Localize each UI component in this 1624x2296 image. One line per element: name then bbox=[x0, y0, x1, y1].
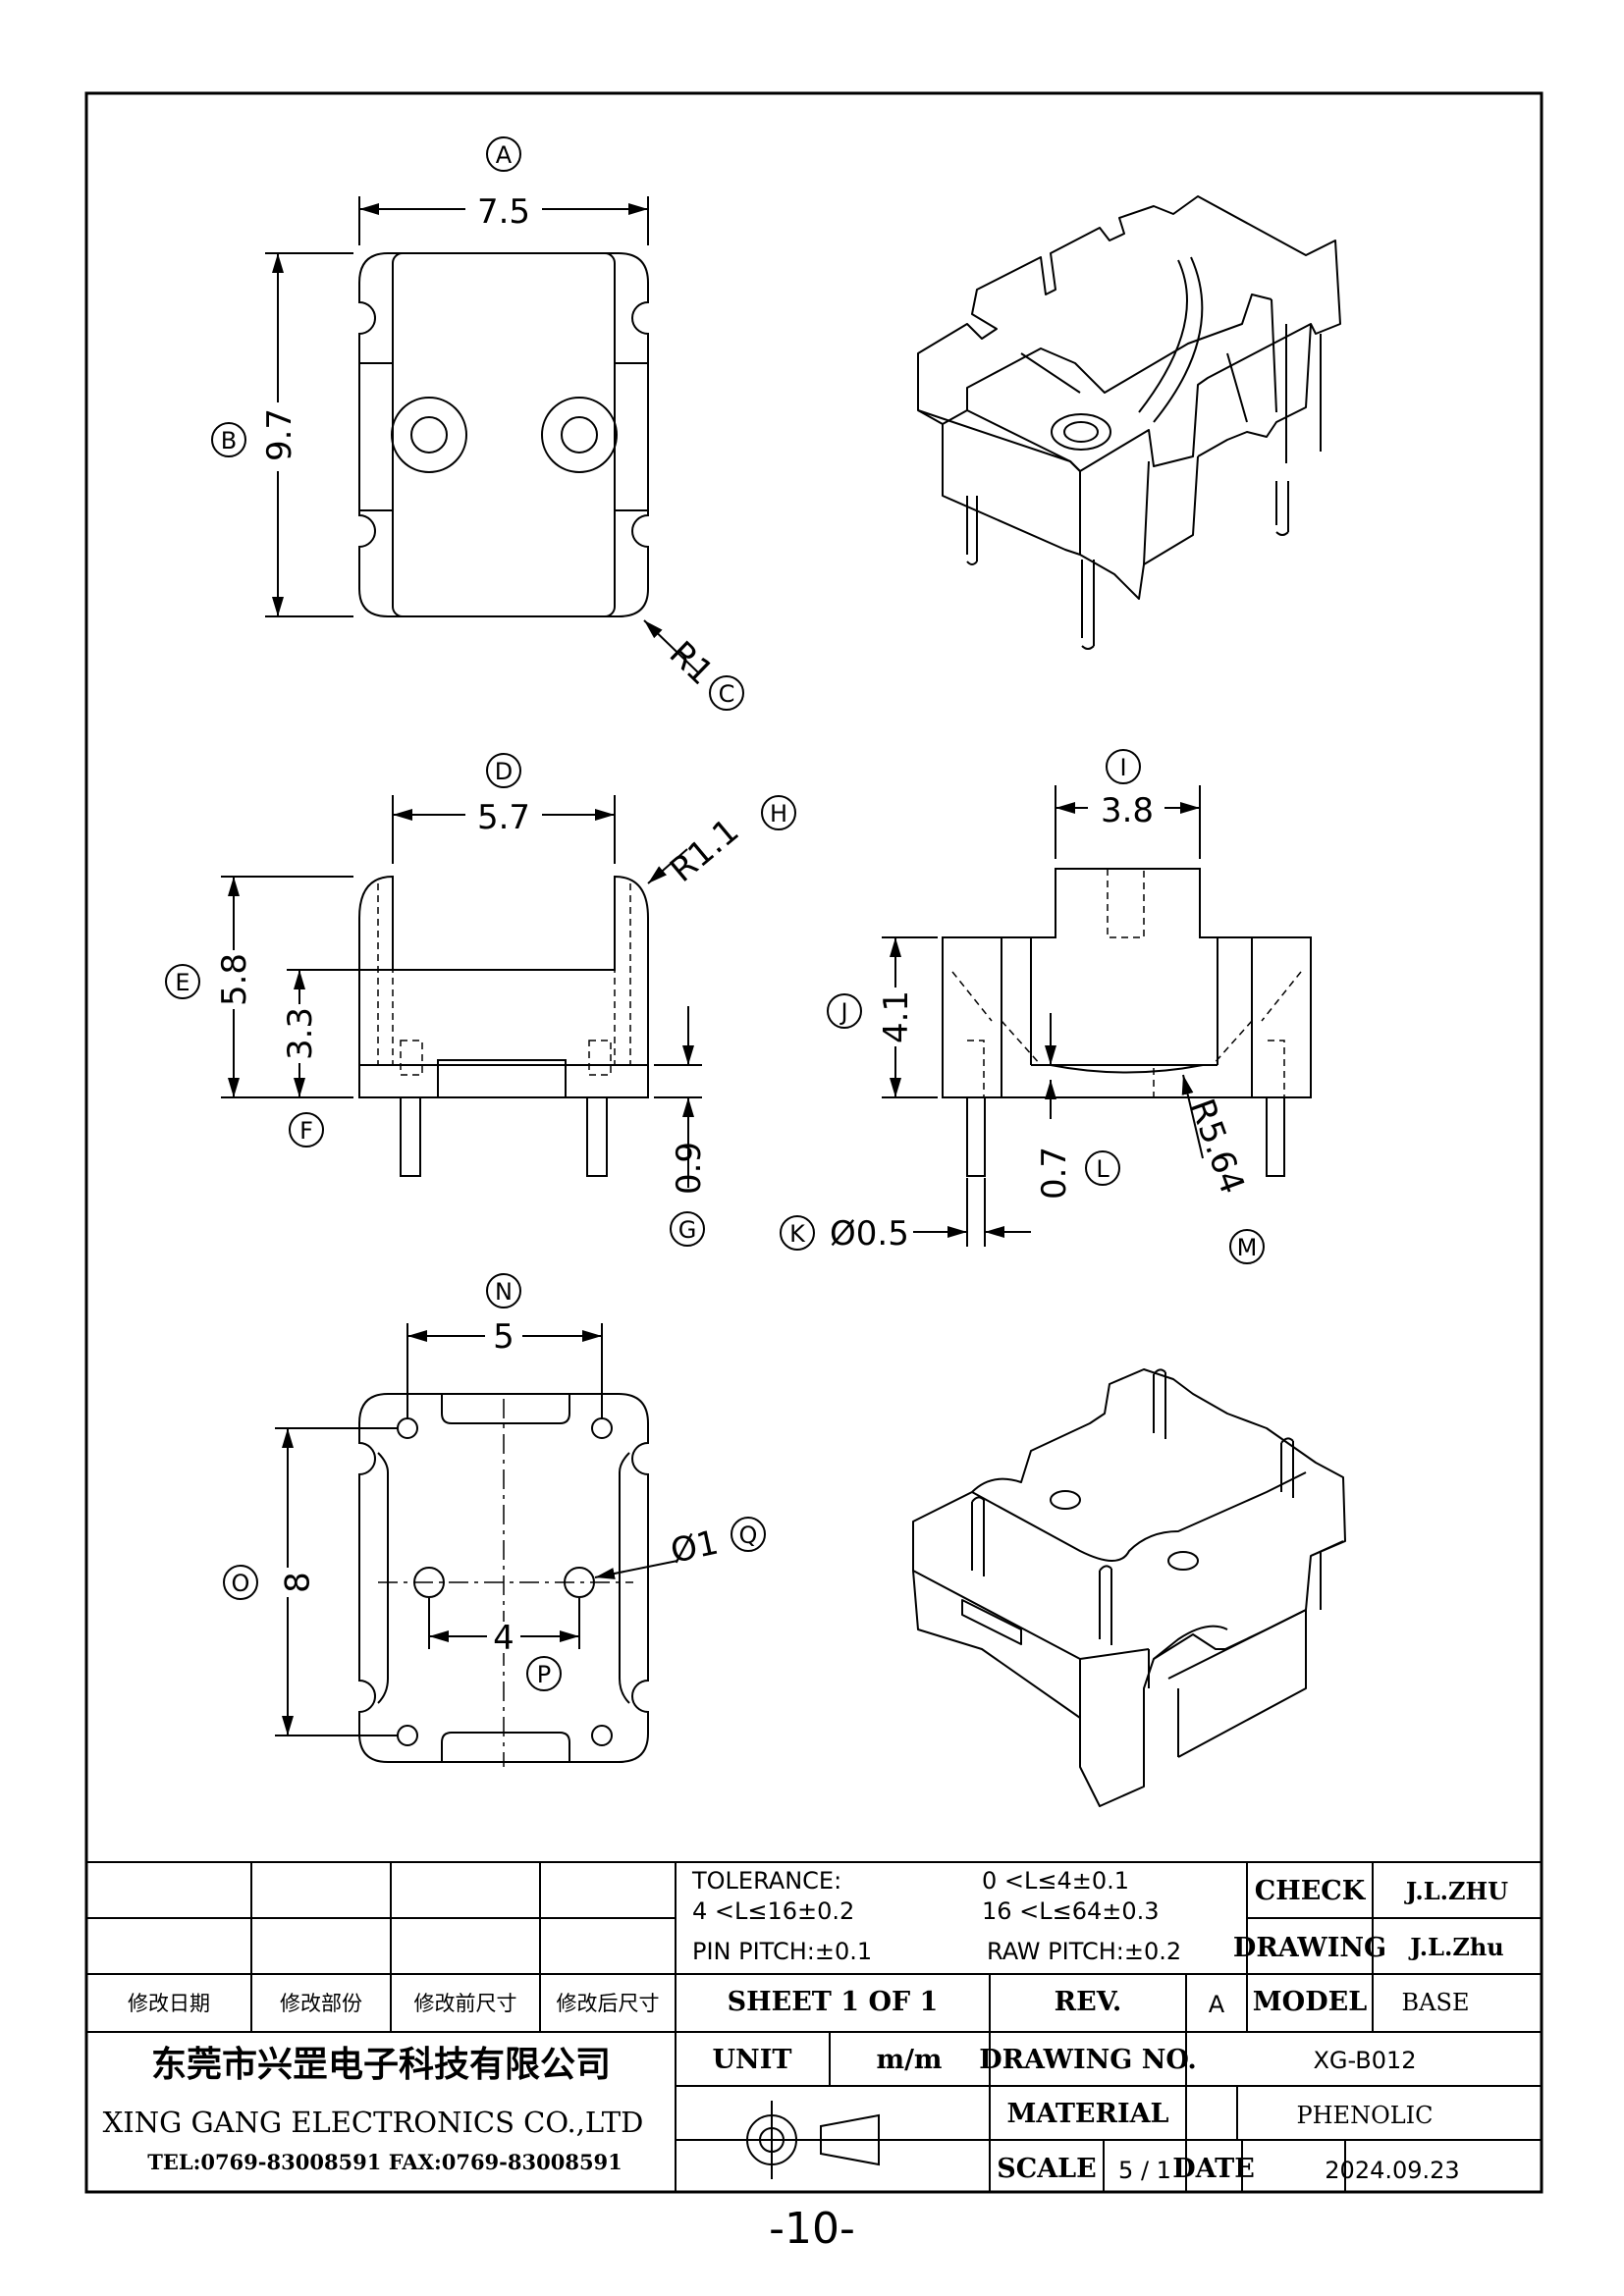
dim-side-height: 4.1 bbox=[877, 990, 916, 1043]
tolerance-line1-right: 0 <L≤4±0.1 bbox=[982, 1867, 1129, 1895]
model-value: BASE bbox=[1402, 1989, 1470, 2016]
callout-i: I bbox=[1119, 754, 1126, 781]
dim-front-slot-height: 3.3 bbox=[281, 1007, 320, 1060]
dim-side-radius: R5.64 bbox=[1182, 1094, 1253, 1199]
dim-top-width: 7.5 bbox=[477, 192, 530, 232]
title-block bbox=[86, 1861, 1542, 2192]
callout-f: F bbox=[299, 1117, 313, 1145]
unit-label: UNIT bbox=[713, 2045, 792, 2075]
scale-value: 5 / 1 bbox=[1118, 2157, 1171, 2184]
top-view bbox=[211, 136, 744, 711]
sheet-border bbox=[84, 91, 1543, 2194]
date-label: DATE bbox=[1172, 2154, 1255, 2184]
check-value: J.L.ZHU bbox=[1404, 1877, 1508, 1905]
drawing-label: DRAWING bbox=[1233, 1933, 1386, 1963]
callout-p: P bbox=[537, 1661, 551, 1688]
company-contact: TEL:0769-83008591 FAX:0769-83008591 bbox=[147, 2150, 623, 2174]
dim-bottom-pitch-x: 5 bbox=[493, 1317, 514, 1357]
tolerance-line3-right: RAW PITCH:±0.2 bbox=[987, 1938, 1181, 1965]
sheet-label: SHEET 1 OF 1 bbox=[728, 1987, 939, 2017]
dim-bottom-pitch-y: 8 bbox=[279, 1572, 318, 1593]
rev-header-before: 修改前尺寸 bbox=[414, 1992, 517, 2015]
scale-label: SCALE bbox=[997, 2154, 1097, 2184]
dim-side-pin-dia: Ø0.5 bbox=[830, 1214, 909, 1254]
tolerance-line2-left: 4 <L≤16±0.2 bbox=[692, 1897, 854, 1925]
material-value: PHENOLIC bbox=[1296, 2102, 1433, 2129]
isometric-view-bottom bbox=[912, 1368, 1346, 1807]
dim-bottom-hole-pitch: 4 bbox=[493, 1619, 514, 1658]
callout-k: K bbox=[789, 1220, 806, 1248]
date-value: 2024.09.23 bbox=[1325, 2157, 1459, 2184]
tolerance-line3-left: PIN PITCH:±0.1 bbox=[692, 1938, 872, 1965]
dim-front-total-height: 5.8 bbox=[215, 953, 254, 1006]
page-number: -10- bbox=[769, 2204, 855, 2254]
company-name-cn: 东莞市兴罡电子科技有限公司 bbox=[151, 2044, 611, 2085]
rev-header-date: 修改日期 bbox=[128, 1992, 210, 2015]
unit-value: m/m bbox=[877, 2045, 943, 2075]
material-label: MATERIAL bbox=[1006, 2099, 1168, 2129]
rev-value: A bbox=[1209, 1991, 1225, 2018]
tolerance-line1-left: TOLERANCE: bbox=[691, 1867, 841, 1895]
dim-front-radius: R1.1 bbox=[663, 811, 746, 890]
callout-b: B bbox=[221, 427, 237, 454]
drawing-no-label: DRAWING NO. bbox=[979, 2045, 1197, 2075]
dim-side-gap: 0.7 bbox=[1035, 1147, 1074, 1200]
drawing-value: J.L.Zhu bbox=[1408, 1933, 1504, 1961]
dim-front-width: 5.7 bbox=[477, 798, 530, 837]
callout-m: M bbox=[1237, 1234, 1258, 1261]
check-label: CHECK bbox=[1255, 1876, 1367, 1906]
callout-l: L bbox=[1096, 1155, 1110, 1183]
callout-q: Q bbox=[739, 1522, 758, 1549]
dim-top-height: 9.7 bbox=[260, 408, 299, 461]
side-view bbox=[780, 749, 1312, 1264]
rev-header-after: 修改后尺寸 bbox=[557, 1992, 660, 2015]
callout-j: J bbox=[839, 998, 847, 1026]
rev-label: REV. bbox=[1055, 1987, 1122, 2017]
company-name-en: XING GANG ELECTRONICS CO.,LTD bbox=[103, 2106, 644, 2139]
callout-g: G bbox=[678, 1216, 697, 1244]
isometric-view-top bbox=[917, 195, 1341, 650]
dim-side-width: 3.8 bbox=[1101, 791, 1154, 830]
callout-a: A bbox=[496, 141, 513, 169]
rev-header-part: 修改部份 bbox=[280, 1992, 362, 2015]
callout-c: C bbox=[719, 680, 735, 708]
drawing-no-value: XG-B012 bbox=[1313, 2047, 1416, 2074]
callout-h: H bbox=[770, 800, 787, 828]
callout-n: N bbox=[495, 1278, 513, 1306]
tolerance-line2-right: 16 <L≤64±0.3 bbox=[982, 1897, 1160, 1925]
callout-e: E bbox=[175, 969, 189, 996]
callout-o: O bbox=[232, 1570, 250, 1597]
dim-front-pin-length: 0.9 bbox=[670, 1142, 709, 1195]
model-label: MODEL bbox=[1253, 1987, 1367, 2017]
callout-d: D bbox=[495, 758, 513, 785]
dim-bottom-hole-dia: Ø1 bbox=[668, 1523, 723, 1572]
